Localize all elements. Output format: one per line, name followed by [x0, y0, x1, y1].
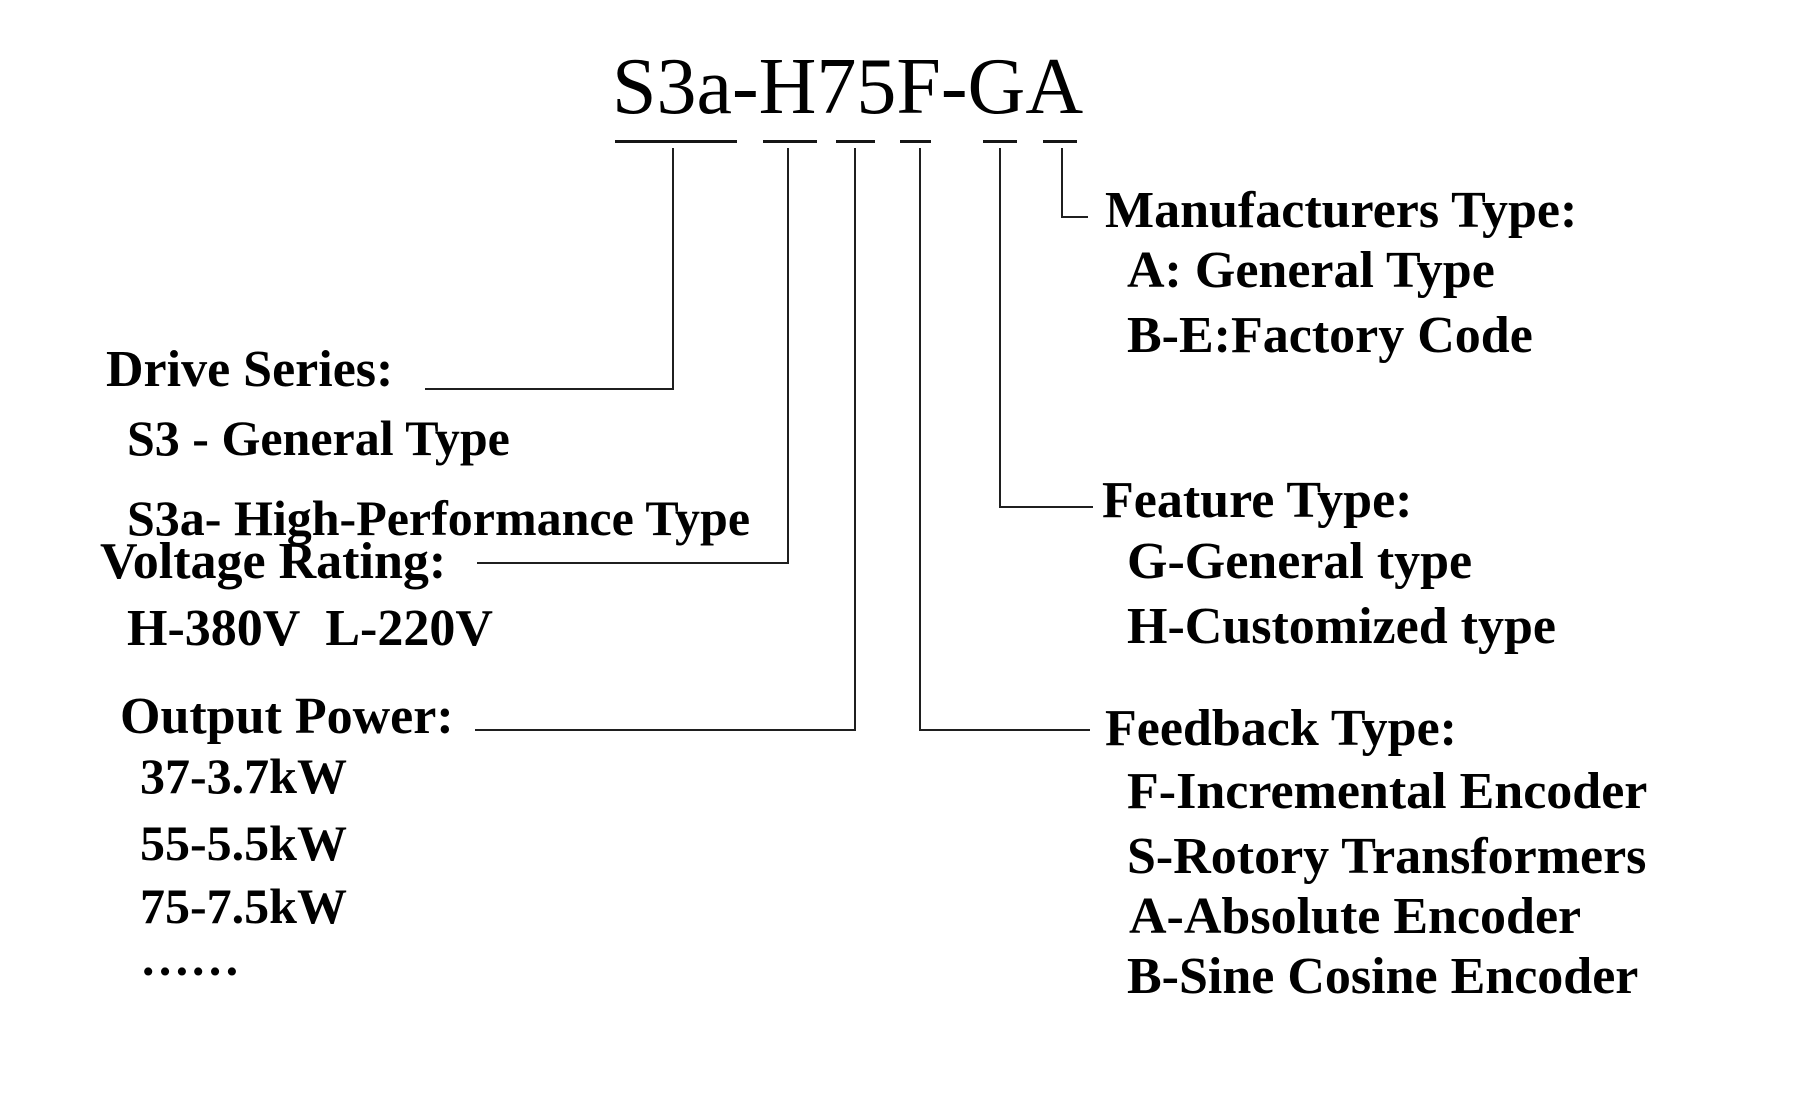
segment-underline-g [983, 140, 1017, 143]
feature-type-heading: Feature Type: [1102, 472, 1413, 529]
voltage-rating-heading: Voltage Rating: [100, 533, 447, 590]
connector-horizontal-voltage-rating [477, 562, 789, 564]
connector-horizontal-drive-series [425, 388, 674, 390]
feature-type-item-h: H-Customized type [1127, 598, 1556, 655]
connector-horizontal-feature-type [999, 506, 1093, 508]
connector-vertical-feedback-type [919, 148, 921, 729]
manufacturers-type-item-a: A: General Type [1127, 242, 1495, 299]
segment-underline-75 [836, 140, 875, 143]
drive-series-heading: Drive Series: [106, 341, 394, 398]
connector-horizontal-output-power [475, 729, 856, 731]
connector-vertical-output-power [854, 148, 856, 729]
feedback-type-item-a: A-Absolute Encoder [1129, 888, 1582, 945]
segment-underline-a [1043, 140, 1077, 143]
connector-vertical-manufacturers-type [1061, 148, 1063, 216]
connector-vertical-feature-type [999, 148, 1001, 506]
drive-series-item-s3a: S3a- High-Performance Type [127, 490, 751, 546]
connector-horizontal-manufacturers-type [1061, 216, 1088, 218]
voltage-rating-item: H-380V L-220V [127, 600, 493, 657]
output-power-item-75: 75-7.5kW [140, 878, 347, 934]
feedback-type-item-f: F-Incremental Encoder [1127, 763, 1648, 820]
model-number-title: S3a-H75F-GA [612, 43, 1084, 131]
segment-underline-s3a [615, 140, 737, 143]
connector-horizontal-feedback-type [919, 729, 1090, 731]
feedback-type-item-s: S-Rotory Transformers [1127, 828, 1647, 885]
segment-underline-h [763, 140, 817, 143]
output-power-item-55: 55-5.5kW [140, 815, 347, 871]
feedback-type-heading: Feedback Type: [1105, 700, 1457, 757]
feedback-type-item-b: B-Sine Cosine Encoder [1127, 948, 1639, 1005]
connector-vertical-voltage-rating [787, 148, 789, 562]
output-power-heading: Output Power: [120, 688, 454, 745]
output-power-item-ellipsis: …… [140, 930, 240, 986]
segment-underline-f [900, 140, 931, 143]
feature-type-item-g: G-General type [1127, 533, 1473, 590]
connector-vertical-drive-series [672, 148, 674, 388]
output-power-item-37: 37-3.7kW [140, 748, 347, 804]
manufacturers-type-heading: Manufacturers Type: [1105, 182, 1578, 239]
drive-series-item-s3: S3 - General Type [127, 410, 510, 466]
manufacturers-type-item-be: B-E:Factory Code [1127, 307, 1533, 364]
